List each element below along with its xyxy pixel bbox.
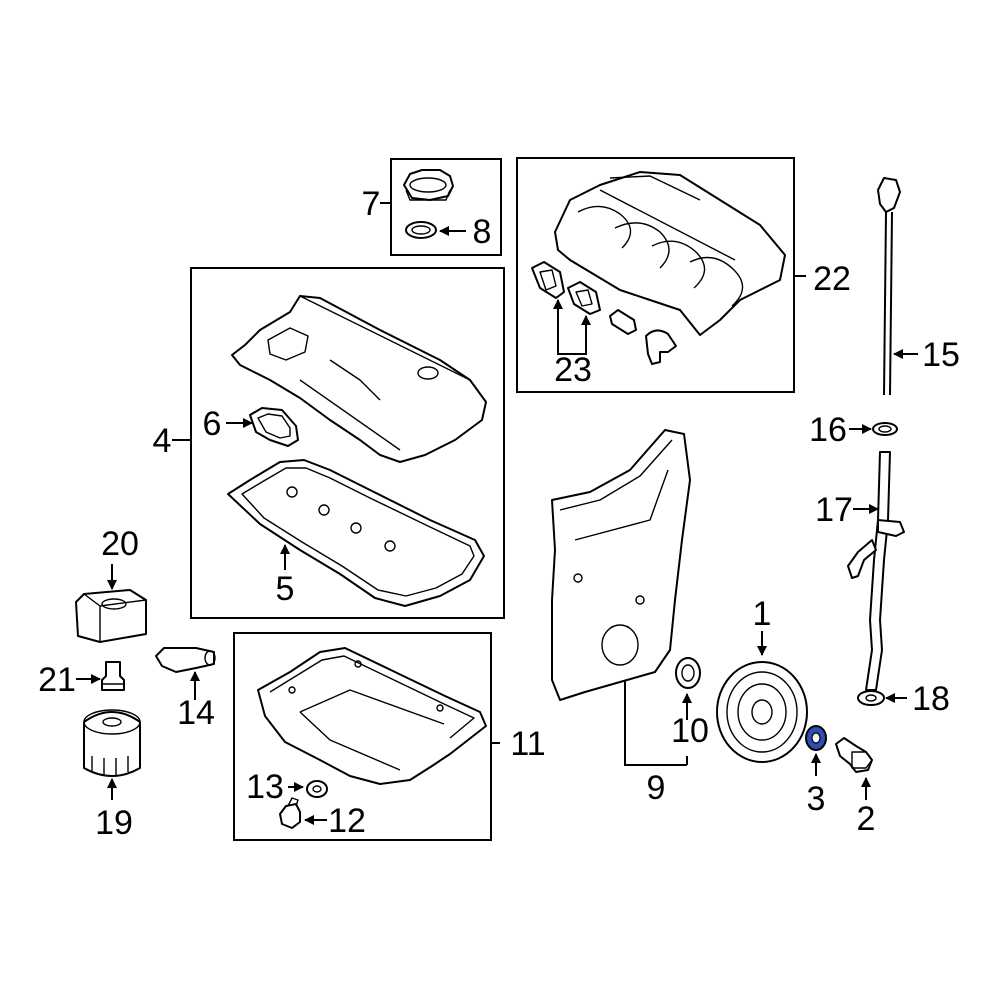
intake-sensor (645, 329, 677, 365)
label-2: 2 (857, 800, 876, 838)
drain-plug-washer (306, 780, 328, 798)
label-7: 7 (362, 185, 381, 223)
oil-dipstick (877, 177, 901, 396)
intake-manifold (554, 171, 786, 336)
label-13: 13 (246, 768, 284, 806)
oil-cooler-fitting (101, 661, 125, 691)
label-9: 9 (647, 769, 666, 807)
label-23: 23 (554, 351, 592, 389)
label-22: 22 (813, 260, 851, 298)
crankshaft-pulley (716, 661, 808, 763)
label-6: 6 (203, 405, 222, 443)
intake-gasket-1 (531, 261, 565, 299)
group-box-oil-cap (390, 158, 502, 256)
dipstick-o-ring (872, 422, 898, 436)
label-3: 3 (807, 780, 826, 818)
label-17: 17 (815, 491, 853, 529)
group-box-valve-cover (190, 267, 505, 619)
dipstick-tube (847, 451, 905, 691)
label-14: 14 (177, 694, 215, 732)
part-number-labels: 1 2 3 4 5 6 7 8 9 10 11 12 13 14 15 16 1… (38, 185, 960, 842)
label-11: 11 (510, 725, 545, 763)
front-crankshaft-seal (675, 657, 701, 689)
crankshaft-pulley-bolt (835, 737, 873, 773)
oil-filler-cap (403, 169, 454, 201)
label-1: 1 (753, 595, 772, 633)
timing-chain-cover (551, 429, 691, 701)
oil-pan (257, 647, 487, 785)
group-box-oil-pan (233, 632, 492, 841)
label-12: 12 (328, 802, 366, 840)
label-10: 10 (671, 712, 709, 750)
label-18: 18 (912, 680, 950, 718)
drain-plug (279, 797, 301, 829)
valve-cover-gasket (227, 459, 485, 607)
valve-cover (231, 295, 487, 463)
oil-filter (83, 709, 141, 777)
label-4: 4 (153, 422, 172, 460)
label-16: 16 (809, 411, 847, 449)
valve-cover-small-gasket (249, 407, 299, 447)
crankshaft-pulley-washer (805, 725, 827, 751)
label-15: 15 (922, 336, 960, 374)
oil-cooler (75, 589, 147, 643)
oil-cap-gasket (405, 221, 437, 239)
dipstick-tube-washer (857, 690, 885, 706)
oil-strainer (155, 647, 216, 673)
label-21: 21 (38, 661, 76, 699)
label-19: 19 (95, 804, 133, 842)
leader-lines (76, 202, 918, 825)
label-5: 5 (276, 570, 295, 608)
label-20: 20 (101, 525, 139, 563)
label-8: 8 (473, 213, 492, 251)
intake-gasket-2 (567, 281, 601, 315)
intake-gasket-3 (609, 309, 637, 335)
